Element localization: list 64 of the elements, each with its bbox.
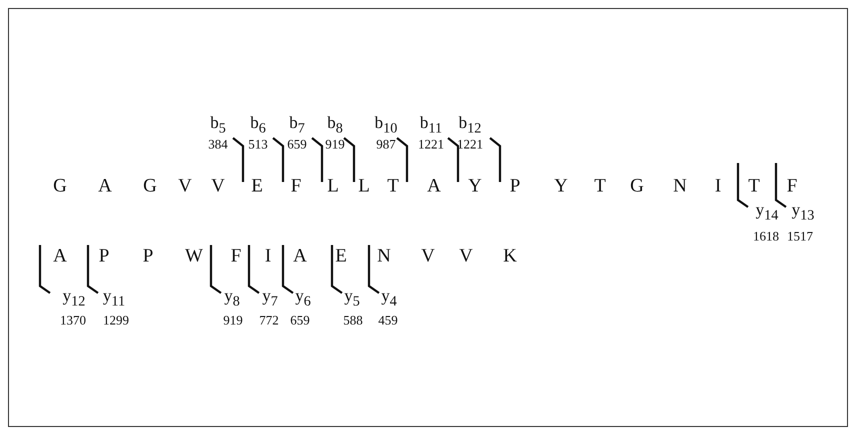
residue-letter: P (510, 176, 520, 196)
residue-letter: I (714, 176, 722, 196)
mass-value: 772 (259, 314, 279, 326)
mass-value: 1221 (457, 138, 483, 150)
residue-letter: A (293, 246, 307, 266)
residue-letter: I (264, 246, 272, 266)
residue-letter: E (251, 176, 263, 196)
ion-label: y$_{11}$ (102, 287, 126, 309)
ion-label: y$_{8}$ (224, 287, 240, 309)
mass-value: 1517 (787, 230, 813, 242)
residue-letter: V (421, 246, 435, 266)
ion-label: b$_{8}$ (327, 114, 343, 136)
ion-label: b$_{6}$ (250, 114, 266, 136)
residue-letter: G (143, 176, 157, 196)
ion-label: y$_{13}$ (792, 201, 814, 223)
mass-value: 1221 (418, 138, 444, 150)
residue-letter: P (142, 246, 154, 266)
ion-label: b$_{7}$ (289, 114, 305, 136)
residue-letter: G (630, 176, 644, 196)
residue-letter: T (748, 176, 760, 196)
ion-label: b$_{10}$ (374, 114, 398, 136)
mass-value: 919 (223, 314, 243, 326)
residue-letter: V (178, 176, 192, 196)
ion-label: b$_{5}$ (210, 114, 226, 136)
residue-letter: T (387, 176, 399, 196)
mass-value: 919 (325, 138, 345, 150)
mass-value: 459 (378, 314, 398, 326)
residue-letter: L (358, 176, 370, 196)
residue-letter: V (459, 246, 473, 266)
residue-letter: G (53, 176, 67, 196)
mass-value: 987 (376, 138, 396, 150)
ion-label: b$_{11}$ (420, 114, 442, 136)
residue-letter: Y (554, 176, 568, 196)
mass-value: 659 (287, 138, 307, 150)
mass-value: 513 (248, 138, 268, 150)
residue-letter: K (503, 246, 517, 266)
residue-letter: W (185, 246, 203, 266)
residue-letter: E (335, 246, 347, 266)
residue-letter: L (327, 176, 339, 196)
residue-letter: Y (468, 176, 482, 196)
residue-letter: N (673, 176, 687, 196)
mass-value: 659 (290, 314, 310, 326)
mass-value: 384 (208, 138, 228, 150)
residue-letter: A (53, 246, 67, 266)
mass-value: 1618 (753, 230, 779, 242)
ion-label: y$_{5}$ (344, 287, 360, 309)
ion-label: b$_{12}$ (458, 114, 482, 136)
residue-letter: A (98, 176, 112, 196)
residue-letter: F (230, 246, 242, 266)
residue-letter: V (211, 176, 225, 196)
ion-label: y$_{14}$ (756, 201, 778, 223)
mass-value: 1299 (103, 314, 129, 326)
mass-value: 588 (343, 314, 363, 326)
ion-label: y$_{12}$ (62, 287, 86, 309)
ion-label: y$_{4}$ (381, 287, 397, 309)
residue-letter: F (786, 176, 798, 196)
mass-value: 1370 (60, 314, 86, 326)
residue-letter: N (377, 246, 391, 266)
residue-letter: T (594, 176, 606, 196)
residue-letter: F (290, 176, 302, 196)
residue-letter: A (427, 176, 441, 196)
ion-label: y$_{6}$ (295, 287, 311, 309)
residue-letter: P (98, 246, 110, 266)
ion-label: y$_{7}$ (262, 287, 278, 309)
